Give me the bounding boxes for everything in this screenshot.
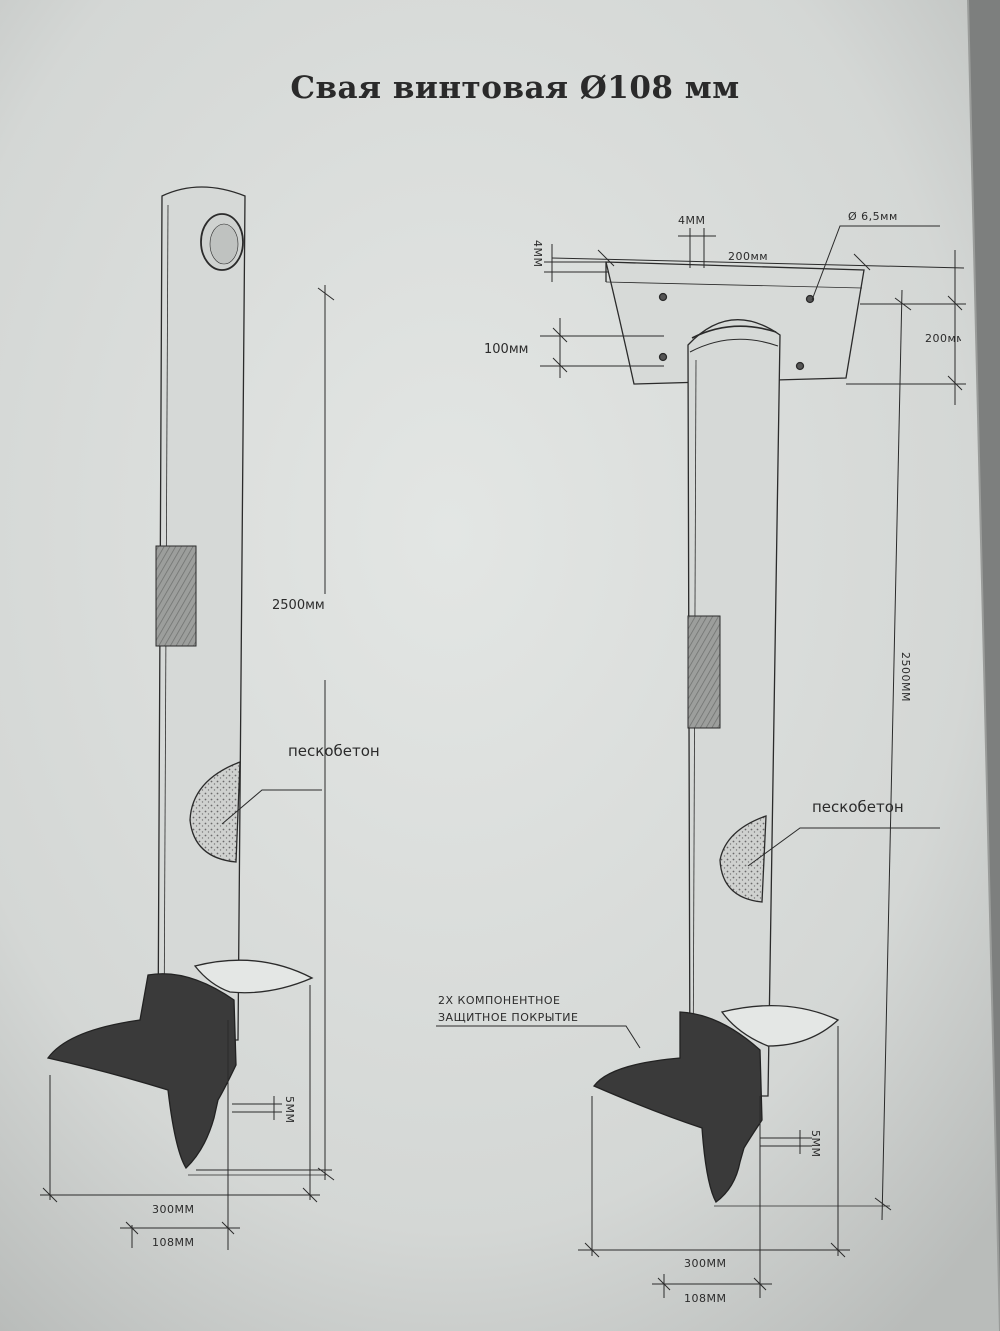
drawing-title: Свая винтовая Ø108 мм: [290, 70, 740, 106]
right-plate-hole-4: [795, 361, 805, 371]
right-length-tick-top: [894, 297, 912, 311]
left-blade-dark: [46, 973, 237, 1170]
right-dimensions: [188, 225, 966, 1298]
right-plate-hole-3: [658, 352, 668, 362]
right-pipe-collar-inner: [689, 338, 779, 353]
right-blade-dark: [592, 1011, 763, 1203]
left-pipe-label: 108ММ: [152, 1236, 195, 1249]
right-concrete-fill: [719, 815, 767, 903]
right-length-line: [881, 289, 903, 1221]
left-pipe-tick-right: [221, 1221, 235, 1235]
right-blade-tick-right: [830, 1242, 846, 1258]
right-plate-hole-2: [805, 294, 815, 304]
paper-edge: [967, 0, 1000, 1331]
right-pipe-tick-right: [753, 1277, 767, 1291]
left-marker-band: [155, 545, 197, 647]
right-pipe-collar: [691, 325, 777, 339]
right-depth-tick-a: [947, 295, 963, 311]
right-plate-depth-label: 200мм: [925, 332, 961, 345]
right-blade-tick-left: [584, 1242, 600, 1258]
left-thickness-label: 5ММ: [283, 1096, 296, 1124]
right-width-line: [551, 257, 965, 269]
left-dimensions: [40, 285, 335, 1250]
right-plate-hole-1: [658, 292, 668, 302]
left-pile: [46, 186, 314, 1170]
right-pile: [592, 261, 865, 1203]
right-width-tick-left: [597, 249, 615, 267]
left-blade-tick-right: [302, 1187, 318, 1203]
right-coating-label-line2: ЗАЩИТНОЕ ПОКРЫТИЕ: [438, 1011, 579, 1024]
right-hole-offset-tick-a: [552, 327, 568, 343]
left-blade-label: 300ММ: [152, 1203, 195, 1216]
left-pipe-tick-left: [125, 1221, 139, 1235]
right-length-tick-bottom: [874, 1197, 892, 1211]
right-pipe-label: 108ММ: [684, 1292, 727, 1305]
right-coating-leader: [436, 1025, 641, 1049]
right-pipe-tick-left: [657, 1277, 671, 1291]
right-hole-offset-label: 100мм: [484, 342, 529, 357]
left-blade-upper: [193, 959, 314, 994]
right-hole-leader: [811, 225, 940, 301]
left-length-tick-top: [317, 287, 335, 301]
right-coating-label-line1: 2Х КОМПОНЕНТНОЕ: [438, 994, 561, 1007]
left-fill-leader: [221, 789, 322, 825]
right-fill-leader: [747, 827, 940, 867]
right-plate-inner-edge: [605, 281, 863, 289]
right-plate-thickness-label: 4ММ: [678, 214, 706, 227]
right-blade-label: 300ММ: [684, 1257, 727, 1270]
left-blade-tick-left: [42, 1187, 58, 1203]
right-length-label: 2500ММ: [899, 652, 912, 702]
left-concrete-fill: [189, 761, 241, 863]
right-marker-band: [687, 615, 721, 729]
left-length-label: 2500мм: [272, 598, 325, 613]
right-blade-upper: [720, 1005, 840, 1047]
right-depth-tick-b: [947, 375, 963, 391]
right-plate-side-label: 4ММ: [531, 240, 544, 268]
right-hole-label: Ø 6,5мм: [848, 210, 898, 223]
right-fill-label: пескобетон: [812, 798, 904, 816]
right-thickness-label: 5ММ: [809, 1130, 822, 1158]
right-hole-offset-tick-b: [552, 357, 568, 373]
right-width-tick-right: [853, 253, 871, 271]
left-fill-label: пескобетон: [288, 742, 380, 760]
right-plate-width-label: 200мм: [728, 250, 769, 263]
left-top-hole-inner: [209, 223, 239, 265]
